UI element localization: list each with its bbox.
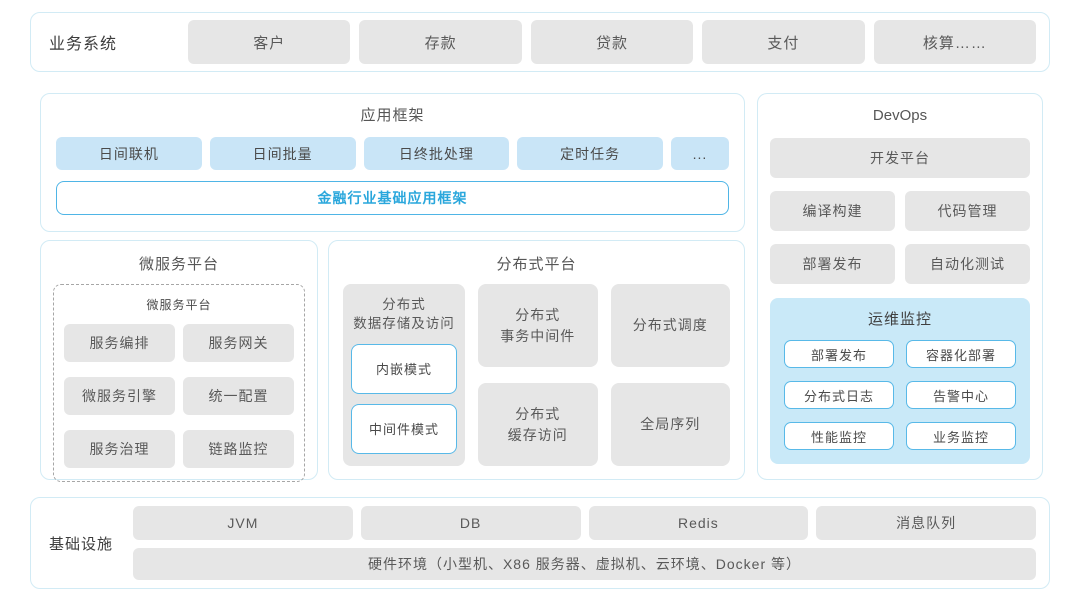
infrastructure-section: 基础设施 JVM DB Redis 消息队列 硬件环境（小型机、X86 服务器、… bbox=[30, 497, 1050, 589]
devops-box-dev-platform: 开发平台 bbox=[770, 138, 1030, 178]
distributed-transaction-line2: 事务中间件 bbox=[500, 327, 576, 344]
business-system-box-loan: 贷款 bbox=[530, 20, 694, 64]
infrastructure-box-db: DB bbox=[360, 506, 581, 540]
global-sequence-box: 全局序列 bbox=[610, 383, 730, 466]
distributed-cache-line1: 分布式 bbox=[515, 406, 561, 423]
app-framework-box-daytime-online: 日间联机 bbox=[56, 137, 202, 170]
business-system-box-payment: 支付 bbox=[702, 20, 865, 64]
microservice-platform-inner-title: 微服务平台 bbox=[146, 298, 212, 312]
business-systems-label: 业务系统 bbox=[49, 36, 118, 53]
distributed-scheduling-box: 分布式调度 bbox=[610, 284, 730, 367]
infrastructure-boxes: JVM DB Redis 消息队列 bbox=[133, 506, 1036, 540]
distributed-middle-column: 分布式 事务中间件 分布式 缓存访问 bbox=[478, 284, 598, 466]
business-system-box-customer: 客户 bbox=[188, 20, 351, 64]
financial-base-framework-box: 金融行业基础应用框架 bbox=[56, 181, 729, 215]
distributed-platform-section: 分布式平台 分布式 数据存储及访问 内嵌模式 中间件模式 分布式 事务中间件 分… bbox=[328, 240, 745, 480]
monitoring-box-distributed-log: 分布式日志 bbox=[784, 381, 894, 409]
distributed-platform-body: 分布式 数据存储及访问 内嵌模式 中间件模式 分布式 事务中间件 分布式 缓存访… bbox=[343, 284, 730, 466]
devops-box-build: 编译构建 bbox=[770, 191, 895, 231]
app-framework-boxes: 日间联机 日间批量 日终批处理 定时任务 ... bbox=[56, 137, 729, 170]
devops-boxes-row2: 部署发布 自动化测试 bbox=[770, 244, 1030, 284]
app-framework-title: 应用框架 bbox=[360, 107, 425, 124]
distributed-storage-title-line1: 分布式 bbox=[382, 297, 426, 312]
distributed-storage-title: 分布式 数据存储及访问 bbox=[351, 296, 457, 334]
microservice-platform-section: 微服务平台 微服务平台 服务编排 服务网关 微服务引擎 统一配置 服务治理 链路… bbox=[40, 240, 318, 482]
devops-box-auto-test: 自动化测试 bbox=[905, 244, 1030, 284]
devops-box-deploy: 部署发布 bbox=[770, 244, 895, 284]
infrastructure-box-redis: Redis bbox=[588, 506, 809, 540]
microservice-box-governance: 服务治理 bbox=[64, 430, 175, 468]
storage-mode-middleware: 中间件模式 bbox=[351, 403, 457, 454]
distributed-transaction-line1: 分布式 bbox=[515, 307, 561, 324]
infrastructure-body: JVM DB Redis 消息队列 硬件环境（小型机、X86 服务器、虚拟机、云… bbox=[133, 506, 1036, 580]
infrastructure-box-jvm: JVM bbox=[133, 506, 353, 540]
microservice-box-gateway: 服务网关 bbox=[183, 324, 294, 362]
distributed-storage-title-line2: 数据存储及访问 bbox=[353, 315, 455, 331]
microservice-box-tracing: 链路监控 bbox=[183, 430, 294, 468]
devops-boxes-row1: 编译构建 代码管理 bbox=[770, 191, 1030, 231]
devops-section: DevOps 开发平台 编译构建 代码管理 部署发布 自动化测试 运维监控 部署… bbox=[757, 93, 1043, 480]
distributed-right-column: 分布式调度 全局序列 bbox=[610, 284, 730, 466]
ops-monitoring-panel: 运维监控 部署发布 容器化部署 分布式日志 告警中心 性能监控 业务监控 bbox=[770, 298, 1030, 464]
app-framework-box-scheduled-tasks: 定时任务 bbox=[517, 137, 663, 170]
microservice-platform-dashed-box: 微服务平台 服务编排 服务网关 微服务引擎 统一配置 服务治理 链路监控 bbox=[53, 284, 305, 482]
business-system-box-accounting: 核算…… bbox=[873, 20, 1037, 64]
ops-monitoring-title: 运维监控 bbox=[867, 311, 932, 328]
infrastructure-box-mq: 消息队列 bbox=[816, 506, 1036, 540]
devops-title: DevOps bbox=[872, 107, 928, 124]
business-system-box-deposit: 存款 bbox=[359, 20, 522, 64]
microservice-box-config: 统一配置 bbox=[183, 377, 294, 415]
distributed-storage-box: 分布式 数据存储及访问 内嵌模式 中间件模式 bbox=[343, 284, 465, 466]
monitoring-box-alert-center: 告警中心 bbox=[906, 381, 1016, 409]
monitoring-box-business: 业务监控 bbox=[906, 422, 1016, 450]
devops-box-code-mgmt: 代码管理 bbox=[905, 191, 1030, 231]
distributed-cache-line2: 缓存访问 bbox=[507, 426, 568, 443]
business-systems-section: 业务系统 客户 存款 贷款 支付 核算…… bbox=[30, 12, 1050, 72]
monitoring-box-container-deploy: 容器化部署 bbox=[906, 340, 1016, 368]
microservice-platform-title: 微服务平台 bbox=[138, 256, 219, 273]
distributed-platform-title: 分布式平台 bbox=[496, 256, 577, 273]
app-framework-section: 应用框架 日间联机 日间批量 日终批处理 定时任务 ... 金融行业基础应用框架 bbox=[40, 93, 745, 232]
ops-monitoring-boxes: 部署发布 容器化部署 分布式日志 告警中心 性能监控 业务监控 bbox=[784, 340, 1016, 450]
app-framework-box-eod-batch: 日终批处理 bbox=[363, 137, 510, 170]
infrastructure-label: 基础设施 bbox=[49, 535, 114, 553]
monitoring-box-performance: 性能监控 bbox=[784, 422, 894, 450]
storage-mode-embedded: 内嵌模式 bbox=[351, 343, 457, 394]
microservice-boxes: 服务编排 服务网关 微服务引擎 统一配置 服务治理 链路监控 bbox=[64, 324, 294, 468]
business-systems-boxes: 客户 存款 贷款 支付 核算…… bbox=[188, 20, 1037, 64]
hardware-environment-box: 硬件环境（小型机、X86 服务器、虚拟机、云环境、Docker 等） bbox=[133, 548, 1036, 580]
microservice-box-orchestration: 服务编排 bbox=[64, 324, 175, 362]
app-framework-box-more: ... bbox=[671, 137, 729, 170]
distributed-transaction-box: 分布式 事务中间件 bbox=[478, 284, 598, 367]
monitoring-box-deploy-release: 部署发布 bbox=[784, 340, 894, 368]
microservice-box-engine: 微服务引擎 bbox=[64, 377, 175, 415]
distributed-cache-box: 分布式 缓存访问 bbox=[478, 383, 598, 466]
app-framework-box-daytime-batch: 日间批量 bbox=[209, 137, 356, 170]
